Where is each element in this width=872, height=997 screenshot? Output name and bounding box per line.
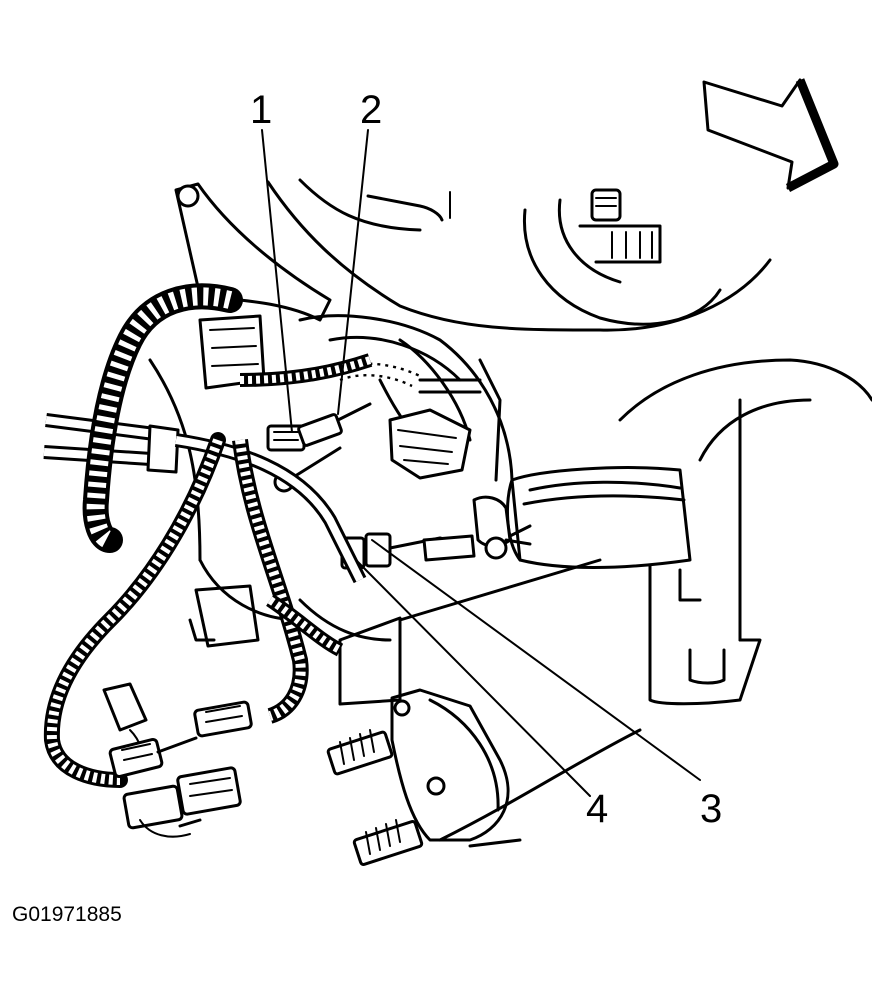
callout-4-leader bbox=[355, 559, 591, 797]
intake-manifold bbox=[618, 358, 872, 706]
engine-block-lower bbox=[148, 314, 392, 648]
callout-2-leader bbox=[337, 129, 369, 415]
front-direction-arrow-icon bbox=[702, 78, 839, 192]
figure-id: G01971885 bbox=[12, 903, 122, 926]
callout-1: 1 bbox=[250, 88, 272, 132]
harness-connectors bbox=[102, 682, 253, 838]
callout-1-leader bbox=[261, 129, 293, 433]
exhaust-flange-bracket bbox=[326, 558, 642, 866]
callout-3-leader bbox=[371, 539, 701, 781]
callout-leaders bbox=[261, 129, 701, 797]
throttle-body-tube bbox=[505, 466, 692, 569]
callout-3: 3 bbox=[700, 787, 722, 831]
central-component-assembly bbox=[266, 314, 532, 570]
upper-housing bbox=[266, 178, 772, 332]
callout-4: 4 bbox=[586, 787, 608, 831]
callout-2: 2 bbox=[360, 88, 382, 132]
wiring-harness-conduit bbox=[43, 283, 373, 788]
